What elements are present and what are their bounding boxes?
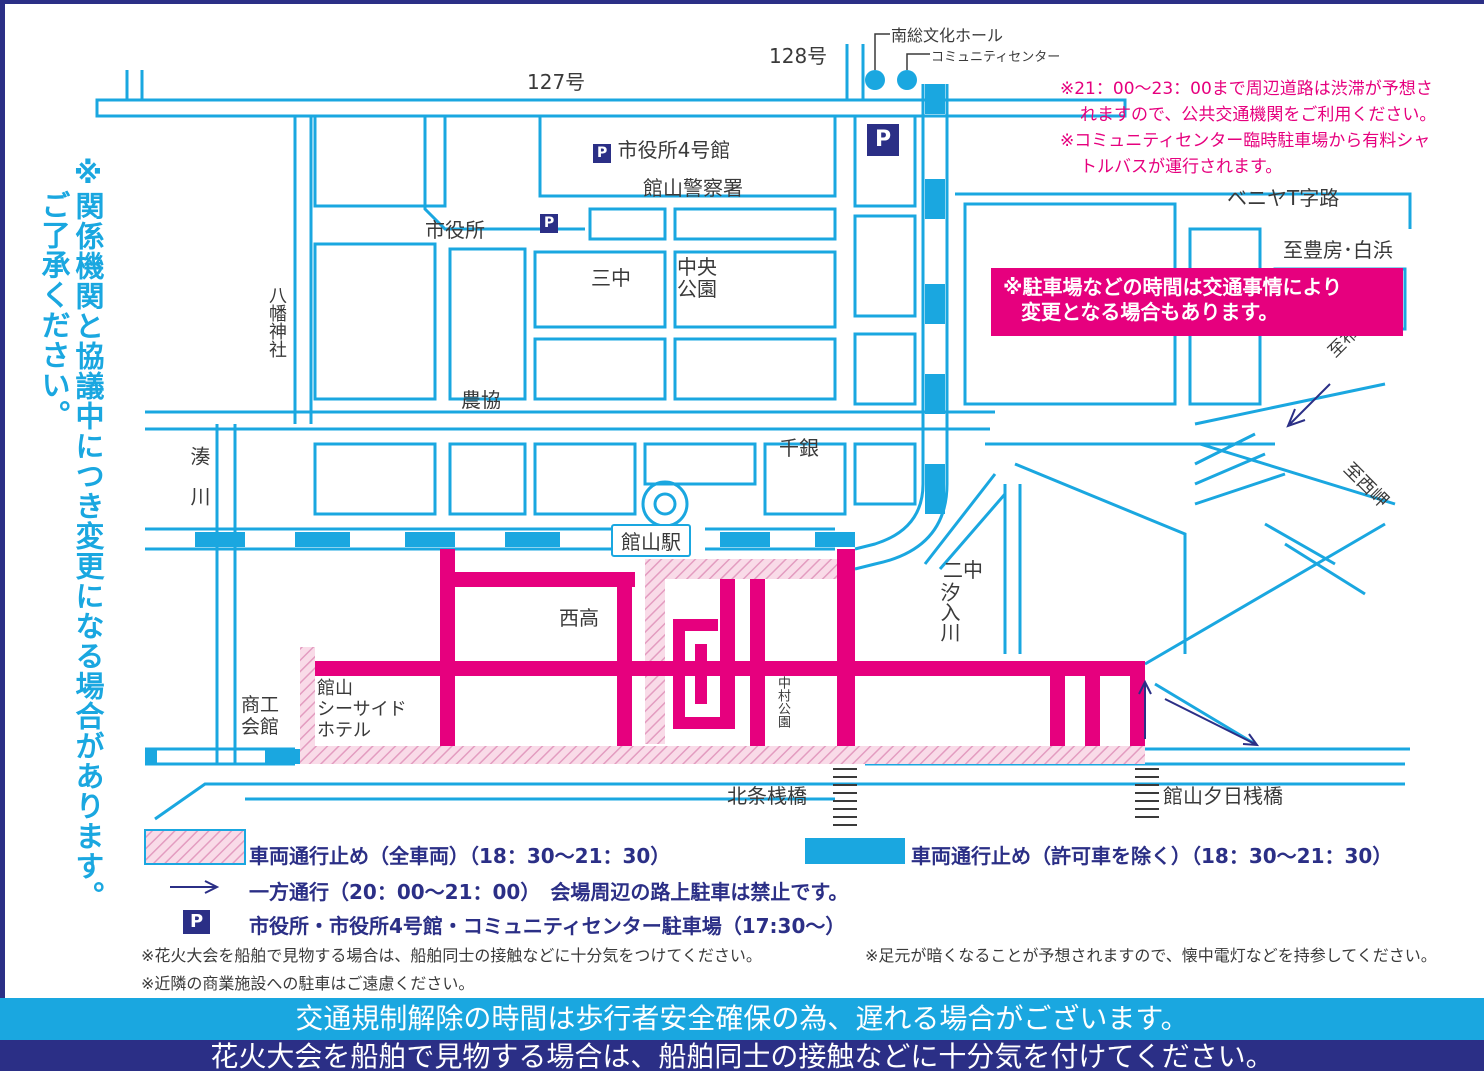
- nichu-label: 二中: [943, 558, 983, 582]
- closed-except-permitted-roads: [145, 84, 945, 764]
- vertical-note-main: ※関係機関と協議中につき変更になる場合があります。: [71, 156, 105, 911]
- nanso-hall-marker: [865, 70, 885, 90]
- parking-city-hall-4: P 市役所4号館: [593, 134, 730, 163]
- vertical-note-sub: ご了承ください。: [37, 190, 71, 430]
- top-note-3: ※コミュニティセンター臨時駐車場から有料シャ: [1060, 131, 1431, 151]
- noukyou-label: 農協: [461, 388, 501, 412]
- route-128-label: 128号: [769, 44, 828, 68]
- hachiman-label: 八幡神社: [266, 286, 287, 358]
- to-toyofusa-label: 至豊房･白浜: [1283, 238, 1393, 262]
- footnote-1: ※花火大会を船舶で見物する場合は、船舶同士の接触などに十分気をつけてください。: [141, 946, 762, 965]
- traffic-map: [95, 33, 1412, 894]
- nanso-hall-label: 南総文化ホール: [891, 26, 1004, 45]
- parking-icon: P: [593, 144, 612, 163]
- notice-line-2: 変更となる場合もあります。: [1021, 300, 1279, 324]
- notice-box: ※駐車場などの時間は交通事情により 変更となる場合もあります。: [991, 268, 1403, 336]
- map-frame: 127号 128号 南総文化ホール コミュニティセンター P 市役所4号館 館山…: [5, 4, 1484, 998]
- community-center-label: コミュニティセンター: [931, 50, 1061, 65]
- legend-parking: 市役所・市役所4号館・コミュニティセンター駐車場（17:30〜）: [249, 914, 846, 938]
- hojo-pier-label: 北条桟橋: [727, 784, 807, 808]
- community-center-marker: [897, 70, 917, 90]
- top-note-1: ※21：00〜23：00まで周辺道路は渋滞が予想さ: [1060, 79, 1433, 99]
- legend-parking-icon: P: [183, 910, 211, 934]
- city-hall-4-label: 市役所4号館: [617, 138, 731, 162]
- city-hall-label: 市役所: [425, 218, 485, 242]
- legend-swatch-except: [805, 838, 905, 864]
- station-roundabout: [641, 480, 689, 528]
- beniya-label: ベニヤT字路: [1227, 186, 1340, 210]
- parking-icon: P: [540, 214, 559, 233]
- footnote-2: ※足元が暗くなることが予想されますので、懐中電灯などを持参してください。: [865, 946, 1437, 965]
- closed-all-vehicles-area: [300, 559, 1145, 764]
- road-network: [95, 44, 1412, 821]
- nakamura-park-label: 中村公園: [775, 676, 790, 728]
- notice-line-1: ※駐車場などの時間は交通事情により: [1003, 275, 1343, 299]
- central-park-label: 中央 公園: [677, 255, 717, 301]
- station-label: 館山駅: [611, 524, 691, 557]
- legend-one-way: 一方通行（20：00〜21：00） 会場周辺の路上駐車は禁止です。: [249, 880, 849, 904]
- banner-boat-warning: 花火大会を船舶で見物する場合は、船舶同士の接触などに十分気を付けてください。: [0, 1040, 1484, 1071]
- parking-icon: P: [867, 124, 900, 156]
- legend-arrow-icon: [170, 880, 220, 894]
- top-note-2: れますので、公共交通機関をご利用ください。: [1080, 105, 1437, 125]
- one-way-arrows: [1138, 383, 1331, 747]
- closed-all-vehicles-roads: [315, 549, 1145, 746]
- legend-except-permitted: 車両通行止め（許可車を除く）（18：30〜21：30）: [911, 844, 1393, 868]
- banner-release-time: 交通規制解除の時間は歩行者安全確保の為、遅れる場合がございます。: [0, 998, 1484, 1040]
- nishikou-label: 西高: [559, 606, 599, 630]
- chigin-label: 千銀: [779, 436, 819, 460]
- shoukou-kaikan-label: 商工 会館: [241, 694, 280, 738]
- yuhi-pier-label: 館山夕日桟橋: [1163, 784, 1283, 808]
- top-note-4: トルバスが運行されます。: [1080, 157, 1283, 177]
- shiirigawa-label: 汐入川: [937, 582, 961, 642]
- legend-all-vehicles: 車両通行止め（全車両）（18：30〜21：30）: [249, 844, 671, 868]
- legend-swatch-all: [144, 829, 246, 865]
- seaside-hotel-label: 館山 シーサイド ホテル: [317, 678, 407, 741]
- route-127-label: 127号: [527, 70, 586, 94]
- r128-corridor: [854, 84, 949, 571]
- police-label: 館山警察署: [643, 176, 743, 200]
- footnote-3: ※近隣の商業施設への駐車はご遠慮ください。: [141, 974, 475, 993]
- minatogawa-label: 湊 川: [187, 446, 211, 506]
- sanchu-label: 三中: [591, 266, 631, 290]
- pier-hatch: [833, 768, 1159, 826]
